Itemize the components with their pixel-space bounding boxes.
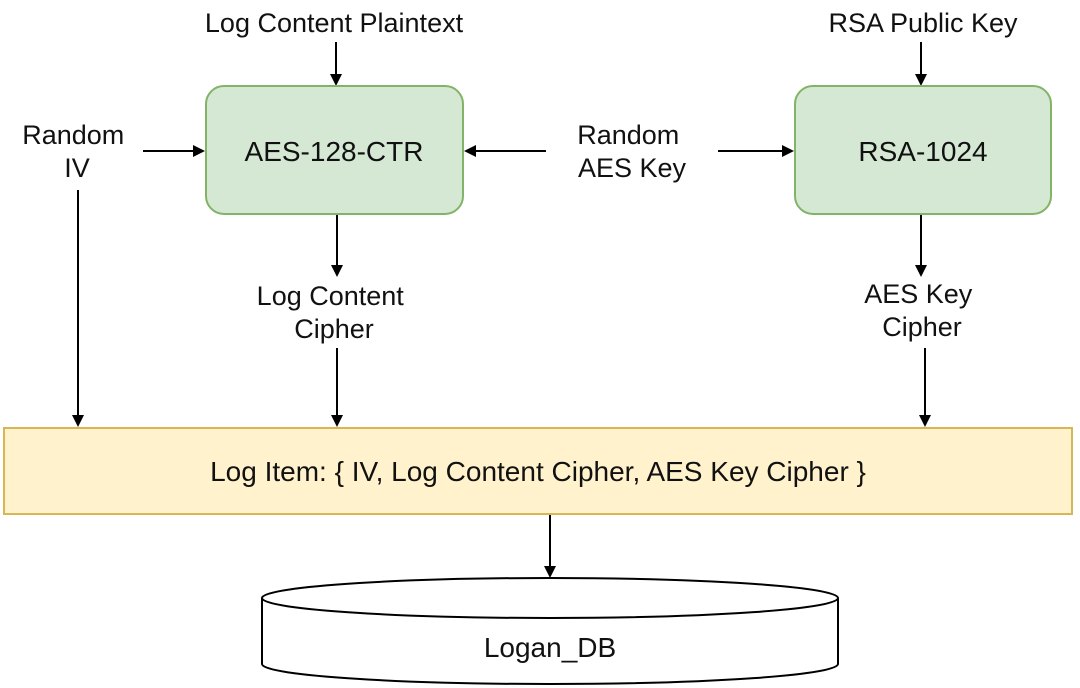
logan-db-node: Logan_DB [261, 577, 839, 685]
aes-node: AES-128-CTR [205, 85, 464, 215]
log-item-box [3, 427, 1073, 515]
rsa-node: RSA-1024 [794, 85, 1052, 215]
db-cylinder-body [261, 598, 839, 685]
random-aes-key-line-2: AES Key [578, 153, 687, 183]
rsa-box [794, 85, 1052, 215]
aes-key-cipher-line-2: Cipher [882, 312, 962, 342]
log-item-node: Log Item: { IV, Log Content Cipher, AES … [3, 427, 1073, 515]
log-content-cipher-line-1: Log Content [257, 281, 405, 311]
log-plaintext-label: Log Content Plaintext [205, 8, 464, 38]
random-iv-label: Random IV [22, 120, 132, 183]
aes-key-cipher-label: AES Key Cipher [864, 279, 980, 342]
edges [72, 42, 931, 578]
log-content-cipher-line-2: Cipher [294, 314, 374, 344]
rsa-public-key-label: RSA Public Key [828, 8, 1018, 38]
log-item-label: Log Item: { IV, Log Content Cipher, AES … [210, 456, 866, 487]
aes-key-cipher-line-1: AES Key [864, 279, 973, 309]
aes-box [205, 85, 464, 215]
random-iv-line-1: Random [22, 120, 124, 150]
rsa-label: RSA-1024 [858, 136, 987, 167]
random-aes-key-label: Random AES Key [577, 120, 687, 183]
db-label: Logan_DB [484, 632, 616, 663]
random-iv-line-2: IV [64, 153, 90, 183]
log-content-cipher-label: Log Content Cipher [257, 281, 412, 344]
aes-label: AES-128-CTR [245, 136, 424, 167]
random-aes-key-line-1: Random [577, 120, 679, 150]
db-cylinder-top [261, 577, 839, 619]
